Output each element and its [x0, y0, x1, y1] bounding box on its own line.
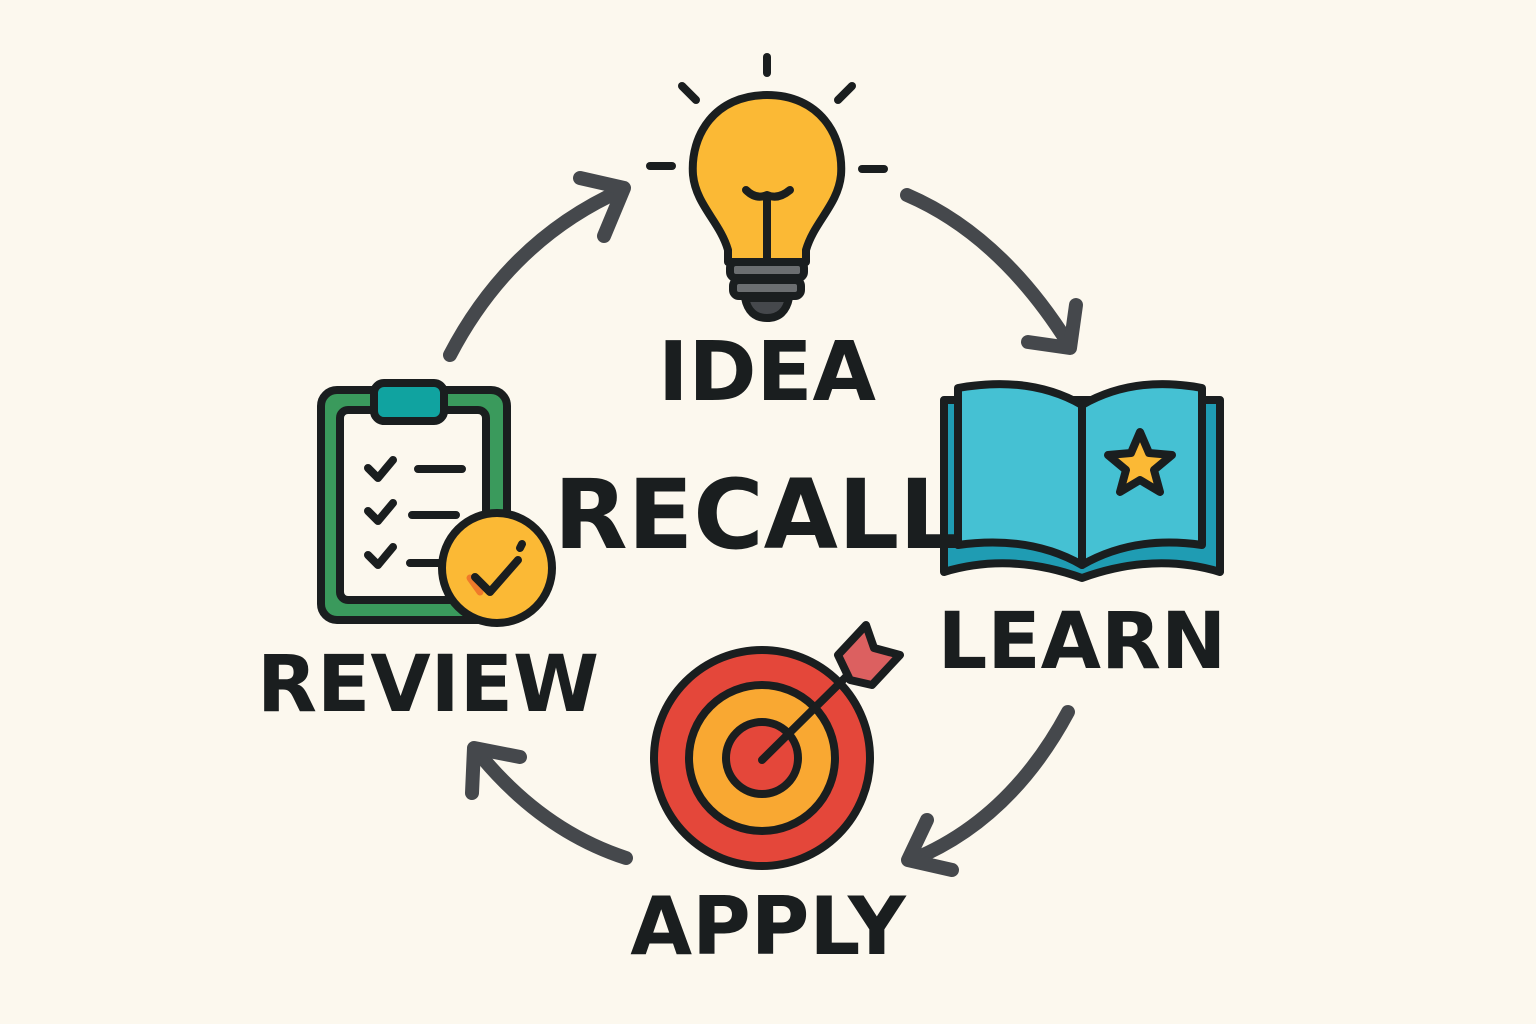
arrow-learn-to-apply: [901, 705, 1075, 877]
clipboard-checklist-icon: [317, 379, 556, 627]
arrow-idea-to-learn: [900, 188, 1083, 355]
stage-label-idea: IDEA: [658, 325, 877, 420]
stage-label-learn: LEARN: [938, 597, 1227, 687]
lightbulb-icon: [646, 53, 888, 322]
target-icon: [650, 621, 904, 870]
stage-label-apply: APPLY: [630, 880, 907, 973]
arrow-review-to-idea: [443, 171, 631, 362]
center-label-recall: RECALL: [554, 459, 961, 571]
stage-label-review: REVIEW: [257, 640, 599, 730]
open-book-icon: [940, 380, 1224, 582]
arrow-apply-to-review: [465, 741, 633, 865]
